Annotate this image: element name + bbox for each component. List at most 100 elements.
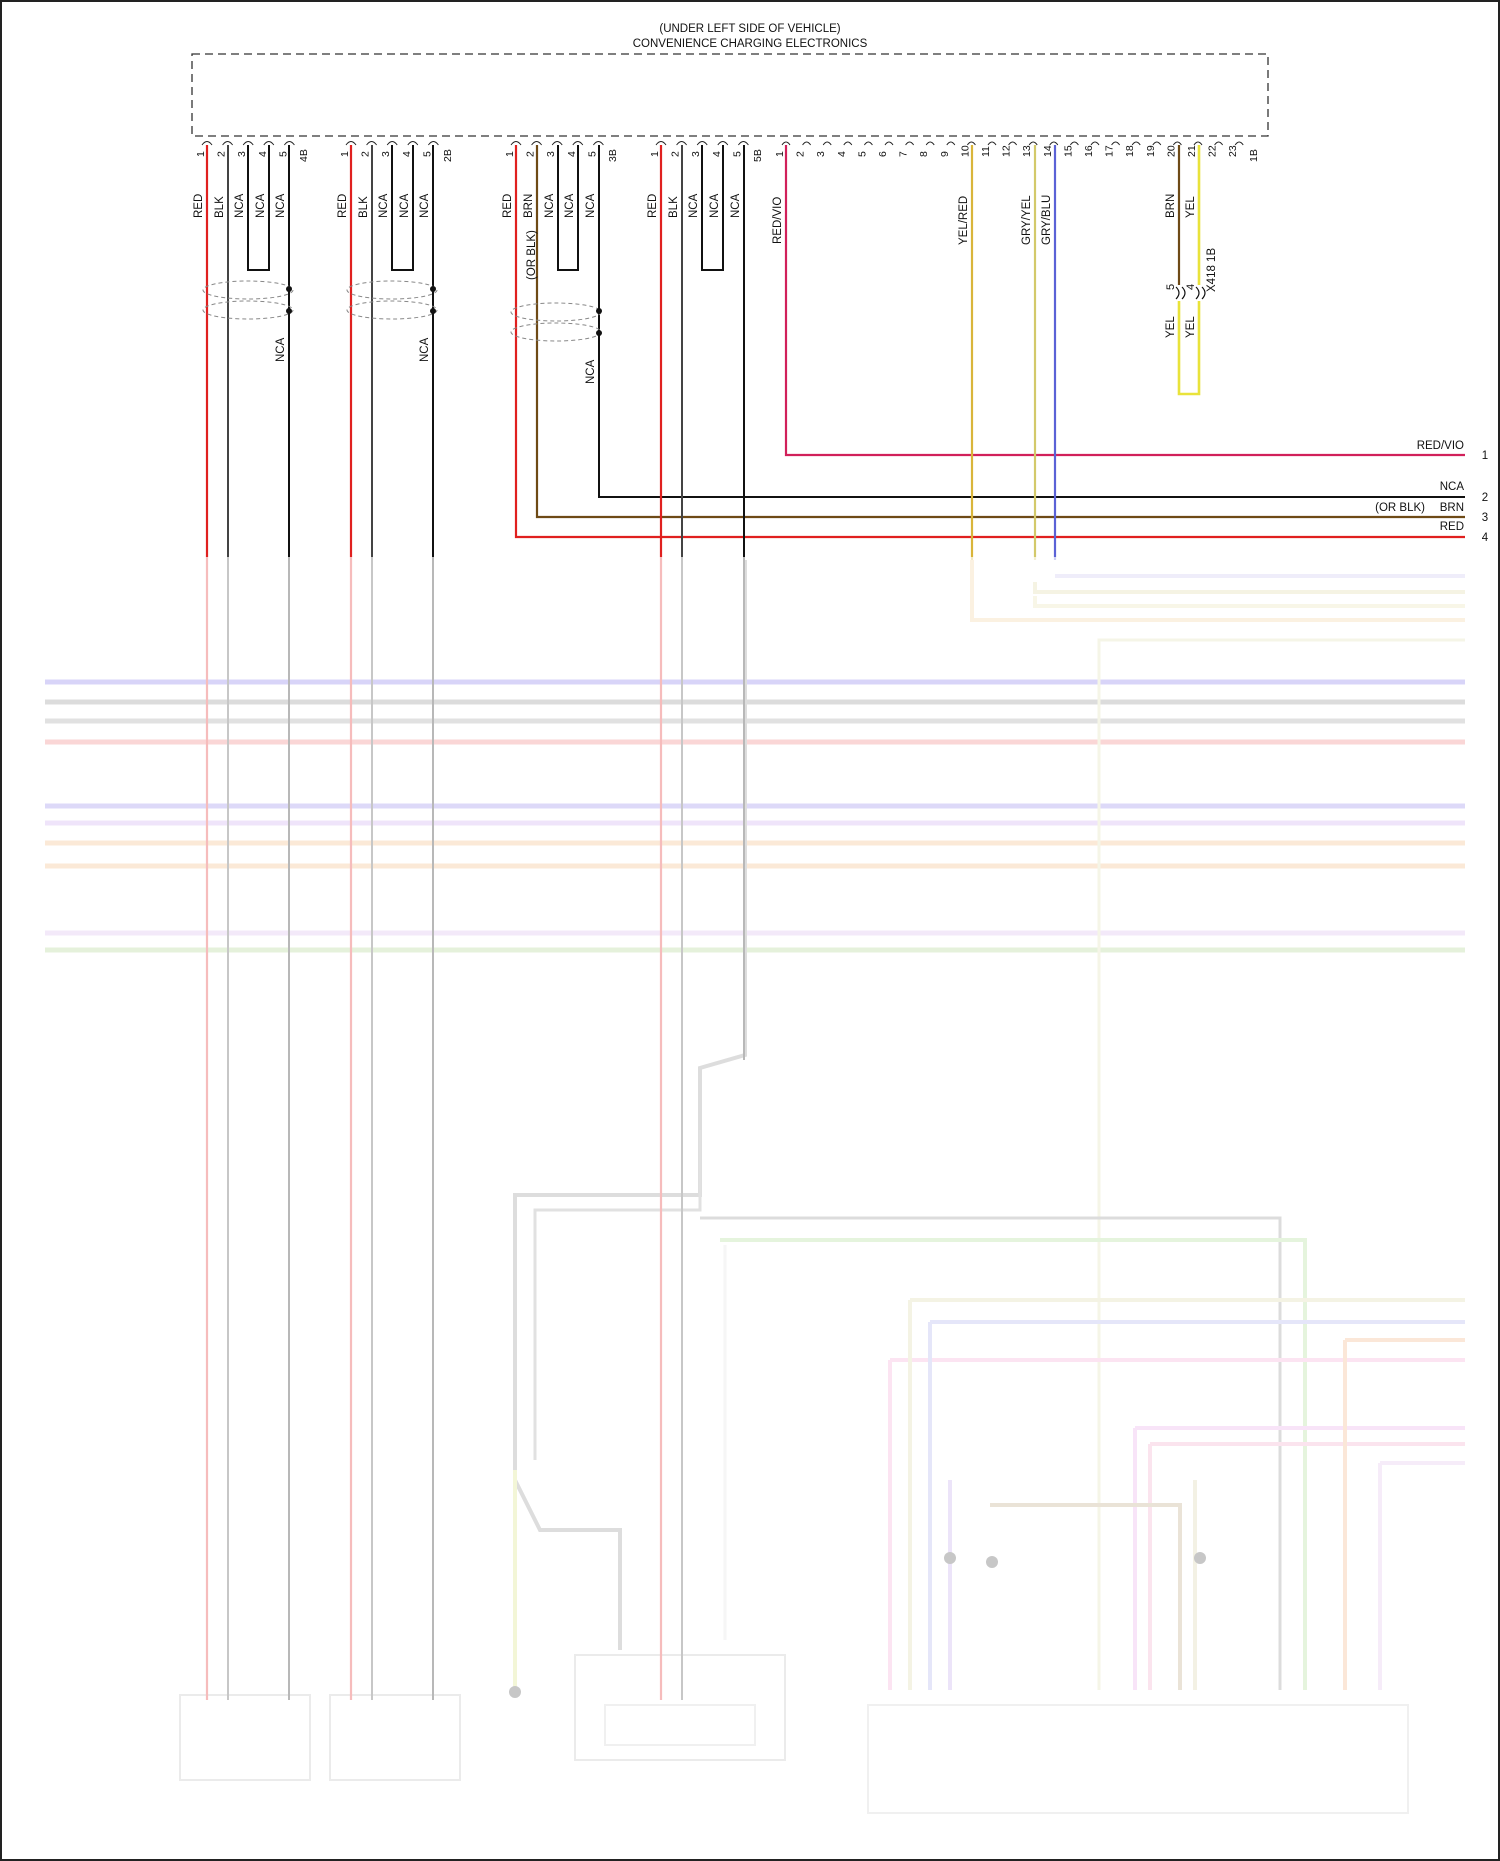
wire-label: YEL: [1185, 316, 1197, 338]
wire-label: NCA: [255, 193, 267, 218]
output-pin-number: 1: [1482, 450, 1488, 462]
wire-x418-yel-loop: [1179, 301, 1199, 394]
wire-label: NCA: [419, 193, 431, 218]
pin-socket-mark: [511, 142, 521, 146]
pin-socket-mark: [697, 142, 707, 146]
connector-tag: 3B: [607, 149, 619, 162]
pin-number: 11: [980, 146, 992, 157]
pin-socket-mark: [1029, 142, 1037, 145]
pin-number: 12: [1001, 145, 1013, 157]
pin-number: 7: [898, 151, 910, 157]
pin-number: 19: [1145, 145, 1157, 157]
pin-socket-mark: [926, 142, 934, 145]
pin-socket-mark: [906, 142, 914, 145]
wire-label: NCA: [688, 193, 700, 218]
connector-tag: 5B: [752, 149, 764, 162]
pin-number: 14: [1042, 145, 1054, 157]
pin-socket-mark: [202, 142, 212, 146]
pin-number: 18: [1124, 145, 1136, 157]
pin-socket-mark: [1215, 142, 1223, 145]
wire-label: BLK: [358, 196, 370, 218]
pin-number: 4: [711, 151, 723, 157]
pin-number: 3: [815, 151, 827, 157]
wire-label: BRN: [523, 194, 535, 218]
wire-label: YEL: [1165, 316, 1177, 338]
pin-number: 1: [649, 151, 661, 157]
pin-socket-mark: [782, 142, 790, 145]
connector-tag: 4B: [298, 149, 310, 162]
wire-label: RED: [502, 194, 514, 218]
output-pin-number: 3: [1482, 512, 1488, 524]
wire-label: RED: [193, 194, 205, 218]
pin-number: 8: [918, 151, 930, 157]
pin-socket-mark: [823, 142, 831, 145]
twisted-pair-shields: [203, 281, 602, 341]
wire-label: RED/VIO: [772, 197, 784, 244]
output-wire-label: NCA: [1440, 481, 1465, 493]
pin-number: 3: [236, 151, 248, 157]
pin-number: 2: [525, 151, 537, 157]
wire-label: NCA: [585, 359, 597, 384]
output-pin-number: 2: [1482, 492, 1488, 504]
pin-number: 17: [1104, 145, 1116, 157]
module-box: [192, 54, 1268, 136]
pin-socket-mark: [284, 142, 294, 146]
pin-number: 5: [277, 151, 289, 157]
pin-socket-mark: [1070, 142, 1078, 145]
pin-socket-mark: [988, 142, 996, 145]
wire-label: NCA: [275, 337, 287, 362]
pin-socket-mark: [367, 142, 377, 146]
pin-socket-mark: [223, 142, 233, 146]
pin-number: 1: [195, 151, 207, 157]
pin-number: 4: [566, 151, 578, 157]
pin-number: 15: [1062, 145, 1074, 157]
pin-socket-mark: [1112, 142, 1120, 145]
pin-socket-mark: [408, 142, 418, 146]
pin-socket-mark: [552, 142, 562, 146]
output-wire-label: RED: [1440, 521, 1464, 533]
location-note: (UNDER LEFT SIDE OF VEHICLE): [659, 23, 840, 35]
pin-socket-mark: [1091, 142, 1099, 145]
x418-label: X418 1B: [1206, 248, 1218, 292]
wire-label: YEL/RED: [958, 196, 970, 245]
pin-number: 20: [1165, 145, 1177, 157]
wire-label: RED: [337, 194, 349, 218]
pin-socket-mark: [677, 142, 687, 146]
pin-socket-mark: [264, 142, 274, 146]
wire-label: GRY/YEL: [1021, 195, 1033, 245]
pin-socket-mark: [387, 142, 397, 146]
pin-number: 2: [360, 151, 372, 157]
pin-number: 23: [1227, 145, 1239, 157]
output-wire-label: BRN: [1440, 502, 1464, 514]
pin-socket-mark: [1173, 142, 1181, 145]
pin-number: 21: [1186, 145, 1198, 157]
component-title: CONVENIENCE CHARGING ELECTRONICS: [633, 38, 868, 50]
wire-label: BRN: [1165, 194, 1177, 218]
pin-number: 5: [856, 151, 868, 157]
x418-connector-mark-a: [1176, 287, 1185, 299]
wire-label: BLK: [214, 196, 226, 218]
wire-label: GRY/BLU: [1041, 195, 1053, 245]
wire-label: NCA: [730, 193, 742, 218]
wire-label: NCA: [378, 193, 390, 218]
wire-label: BLK: [668, 196, 680, 218]
wire-label: NCA: [544, 193, 556, 218]
pin-number: 4: [836, 151, 848, 157]
pin-socket-mark: [1153, 142, 1161, 145]
pin-socket-mark: [243, 142, 253, 146]
pin-socket-mark: [346, 142, 356, 146]
blurred-region: [4, 557, 1496, 1857]
pin-number: 2: [670, 151, 682, 157]
pin-number: 22: [1207, 145, 1219, 157]
pin-number: 4: [257, 151, 269, 157]
wire-label: NCA: [275, 193, 287, 218]
pin-socket-mark: [803, 142, 811, 145]
output-wire-label: RED/VIO: [1417, 440, 1464, 452]
wire-label: YEL: [1185, 196, 1197, 218]
pin-number: 1: [504, 151, 516, 157]
x418-connector-mark-b: [1196, 287, 1205, 299]
pin-number: 5: [421, 151, 433, 157]
wire-label: NCA: [399, 193, 411, 218]
pin-socket-mark: [844, 142, 852, 145]
